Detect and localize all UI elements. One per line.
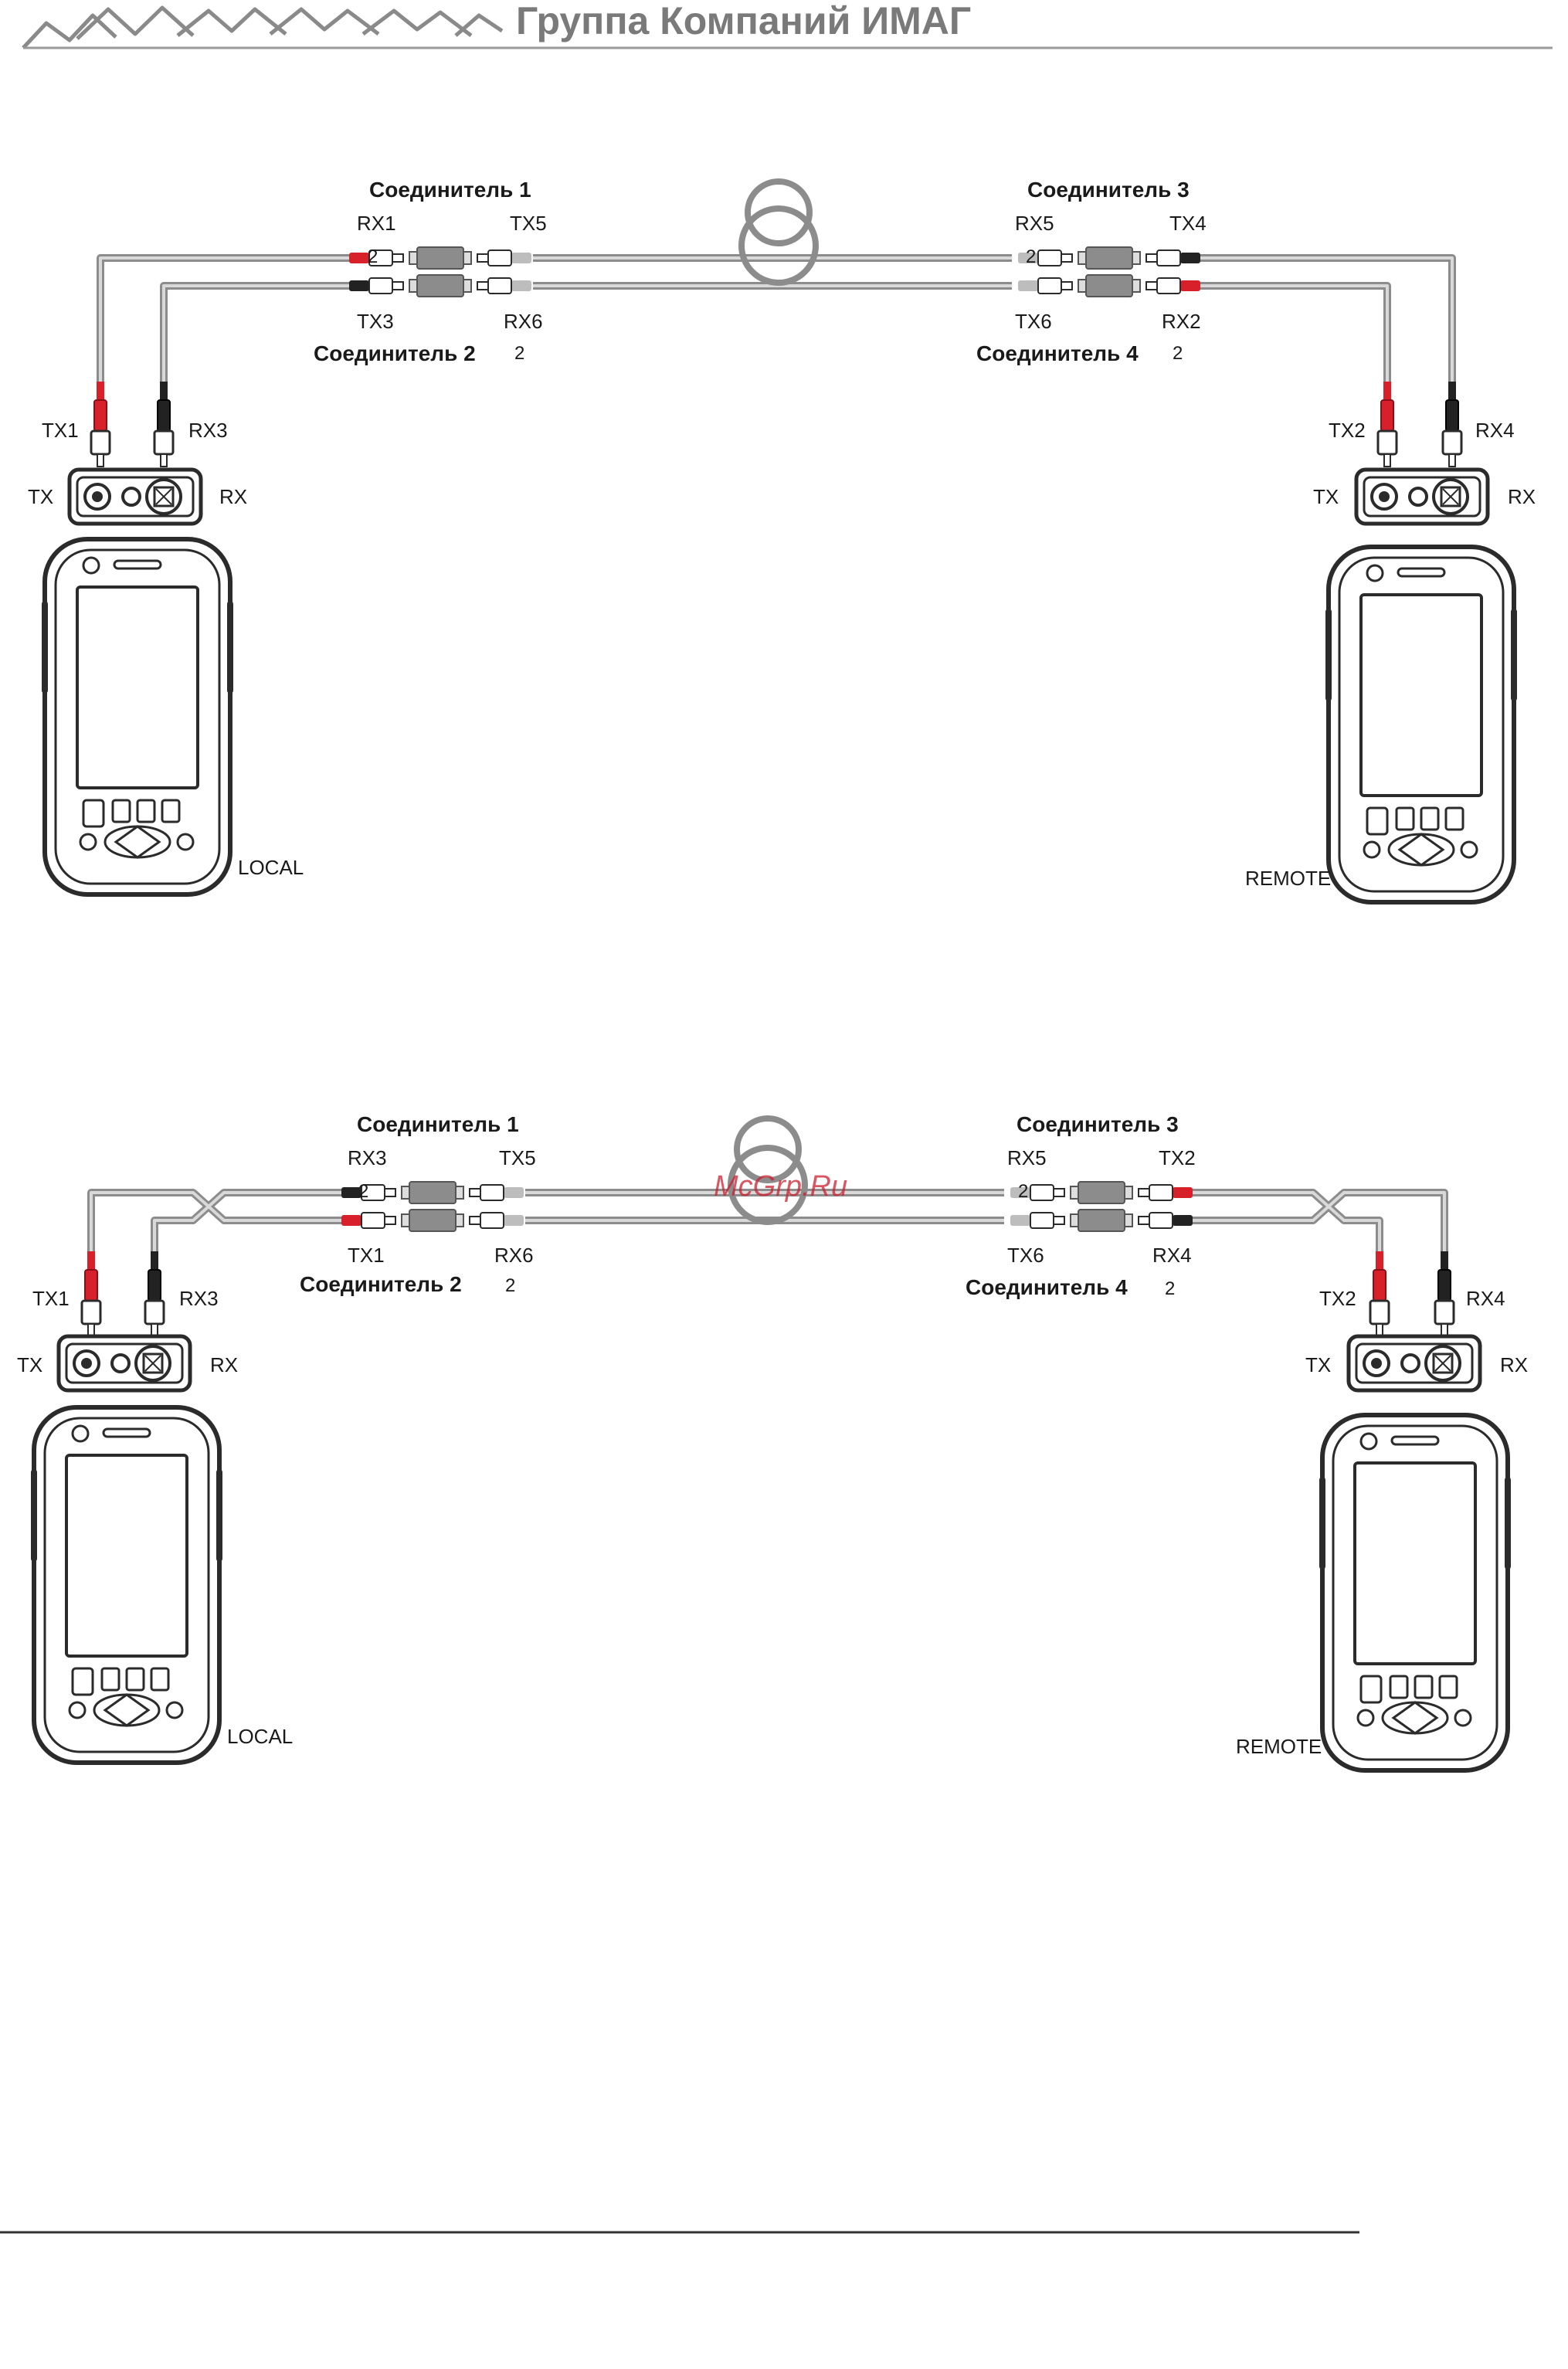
d2-c1-mark: 2 (358, 1181, 368, 1202)
d1-c1-mark: 2 (368, 246, 378, 267)
d1-c2-mark: 2 (514, 343, 524, 364)
d1-c2-bottom-right: RX6 (504, 310, 543, 333)
d1-remote-unit: TX2 RX4 TX RX REMOTE (1245, 380, 1536, 902)
d1-fiber-spool (738, 178, 819, 286)
d1-cables (97, 254, 1456, 386)
d1-local-unit: TX1 RX3 TX RX LOCAL (28, 380, 304, 894)
d2-cables (87, 1189, 1448, 1255)
d1-c4-mark: 2 (1173, 343, 1183, 364)
company-logo (22, 5, 504, 49)
d1-remote-port-rx: RX (1508, 485, 1536, 508)
d2-local-port-rx: RX (210, 1353, 238, 1376)
d2-coupler-1-title: Соединитель 1 (357, 1112, 519, 1136)
d1-coupler-4 (1017, 274, 1201, 297)
d1-local-plug-right: RX3 (188, 419, 228, 442)
d2-c2-bottom-right: RX6 (494, 1244, 534, 1267)
d2-local-plug-left: TX1 (32, 1287, 70, 1310)
d1-local-plug-left: TX1 (42, 419, 79, 442)
d2-c4-bottom-right: RX4 (1152, 1244, 1192, 1267)
d2-c3-top-right: TX2 (1159, 1146, 1196, 1169)
d2-remote-device-label: REMOTE (1236, 1735, 1322, 1758)
d1-local-port-rx: RX (219, 485, 247, 508)
d1-c4-bottom-left: TX6 (1015, 310, 1052, 333)
d1-local-device-label: LOCAL (238, 856, 304, 879)
d2-coupler-2-title: Соединитель 2 (300, 1272, 462, 1296)
header-title: Группа Компаний ИМАГ (516, 0, 971, 42)
d2-c1-top-right: TX5 (499, 1146, 536, 1169)
d2-c4-bottom-left: TX6 (1007, 1244, 1044, 1267)
d2-coupler-3-title: Соединитель 3 (1016, 1112, 1179, 1136)
d1-local-port-tx: TX (28, 485, 53, 508)
diagram-1: Соединитель 1 RX1 TX5 2 TX3 RX6 Соединит… (28, 178, 1536, 902)
d2-c1-top-left: RX3 (348, 1146, 387, 1169)
d2-local-device-label: LOCAL (227, 1725, 293, 1748)
d2-c3-mark: 2 (1018, 1181, 1028, 1202)
d2-local-unit: TX1 RX3 TX RX LOCAL (17, 1250, 293, 1763)
d1-c3-mark: 2 (1026, 246, 1036, 267)
d2-c4-mark: 2 (1165, 1278, 1175, 1299)
d2-local-port-tx: TX (17, 1353, 42, 1376)
d1-c1-top-right: TX5 (510, 212, 547, 235)
d1-coupler-2 (348, 274, 532, 297)
d1-remote-plug-left: TX2 (1329, 419, 1366, 442)
d1-coupler-3-title: Соединитель 3 (1027, 178, 1190, 202)
d2-c3-top-left: RX5 (1007, 1146, 1047, 1169)
d2-coupler-4 (1010, 1209, 1193, 1232)
watermark: McGrp.Ru (714, 1170, 847, 1203)
d2-local-plug-right: RX3 (179, 1287, 219, 1310)
diagram-2: McGrp.Ru Соединитель 1 RX3 TX5 2 TX1 RX6… (17, 1112, 1528, 1770)
d1-coupler-2-title: Соединитель 2 (314, 341, 476, 365)
d1-remote-plug-right: RX4 (1475, 419, 1515, 442)
d1-coupler-1-title: Соединитель 1 (369, 178, 531, 202)
d2-coupler-2 (341, 1209, 524, 1232)
d1-c3-top-right: TX4 (1169, 212, 1207, 235)
d2-coupler-3 (1010, 1181, 1193, 1204)
d1-c1-top-left: RX1 (357, 212, 396, 235)
d2-coupler-4-title: Соединитель 4 (966, 1275, 1128, 1299)
d2-remote-plug-right: RX4 (1466, 1287, 1505, 1310)
d2-remote-unit: TX2 RX4 TX RX REMOTE (1236, 1250, 1528, 1770)
d2-remote-port-tx: TX (1305, 1353, 1331, 1376)
d2-coupler-1 (341, 1181, 524, 1204)
d2-c2-mark: 2 (505, 1275, 515, 1296)
d1-c2-bottom-left: TX3 (357, 310, 394, 333)
d2-remote-plug-left: TX2 (1319, 1287, 1356, 1310)
d1-coupler-4-title: Соединитель 4 (976, 341, 1139, 365)
d1-remote-device-label: REMOTE (1245, 867, 1331, 890)
d2-remote-port-rx: RX (1500, 1353, 1528, 1376)
d1-c3-top-left: RX5 (1015, 212, 1054, 235)
d2-fiber-spool (728, 1115, 808, 1225)
d1-remote-port-tx: TX (1313, 485, 1339, 508)
d1-c4-bottom-right: RX2 (1162, 310, 1201, 333)
d1-coupler-3 (1017, 246, 1201, 270)
header: Группа Компаний ИМАГ (22, 0, 1553, 49)
d2-c2-bottom-left: TX1 (348, 1244, 385, 1267)
